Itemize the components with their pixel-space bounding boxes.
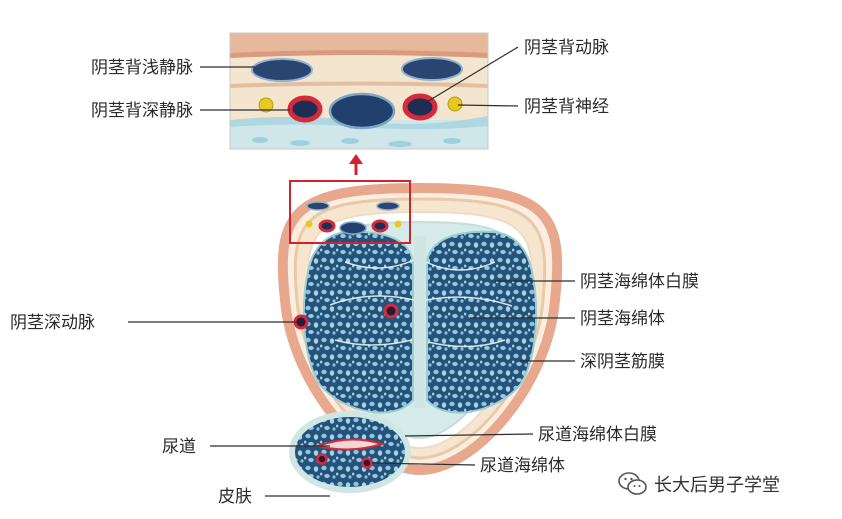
magnify-arrow [349, 154, 363, 175]
label-dorsal-nerve: 阴茎背神经 [524, 97, 609, 117]
cross-section [277, 182, 563, 493]
label-corpus-spongiosum: 尿道海绵体 [480, 456, 565, 476]
inset-nerve-left [258, 97, 274, 113]
label-tunica-albuginea-cs: 尿道海绵体白膜 [538, 425, 657, 445]
labels: 阴茎背浅静脉 阴茎背深静脉 阴茎背动脉 阴茎背神经 阴茎海绵体白膜 阴茎海绵体 … [10, 38, 699, 507]
label-superficial-dorsal-vein: 阴茎背浅静脉 [91, 58, 193, 78]
leader-lines [128, 46, 575, 497]
label-skin: 皮肤 [218, 487, 252, 507]
inset-panel [230, 33, 488, 149]
watermark: 长大后男子学堂 [618, 466, 780, 502]
label-corpus-cavernosum: 阴茎海绵体 [580, 309, 665, 329]
inset-superficial-vein-left [251, 58, 313, 82]
inset-nerve-right [447, 96, 463, 112]
label-deep-dorsal-vein: 阴茎背深静脉 [91, 101, 193, 121]
urethra-lumen [314, 438, 386, 451]
corpus-cavernosum-right [426, 230, 538, 414]
magnify-frame [289, 180, 411, 244]
corpus-spongiosum [289, 411, 411, 493]
inset-spongy-tissue [252, 137, 461, 147]
watermark-text: 长大后男子学堂 [654, 475, 780, 496]
corpus-cavernosum-left [302, 230, 414, 414]
wechat-icon [618, 472, 647, 495]
label-deep-artery: 阴茎深动脉 [10, 313, 95, 333]
inset-artery-left [287, 95, 323, 123]
label-urethra: 尿道 [162, 437, 196, 457]
label-tunica-albuginea-cc: 阴茎海绵体白膜 [580, 272, 699, 292]
label-deep-fascia: 深阴茎筋膜 [580, 352, 665, 372]
inset-superficial-vein-right [401, 57, 463, 81]
inset-deep-dorsal-vein [328, 92, 396, 130]
label-dorsal-artery: 阴茎背动脉 [524, 38, 609, 58]
deep-artery-right [383, 303, 399, 319]
